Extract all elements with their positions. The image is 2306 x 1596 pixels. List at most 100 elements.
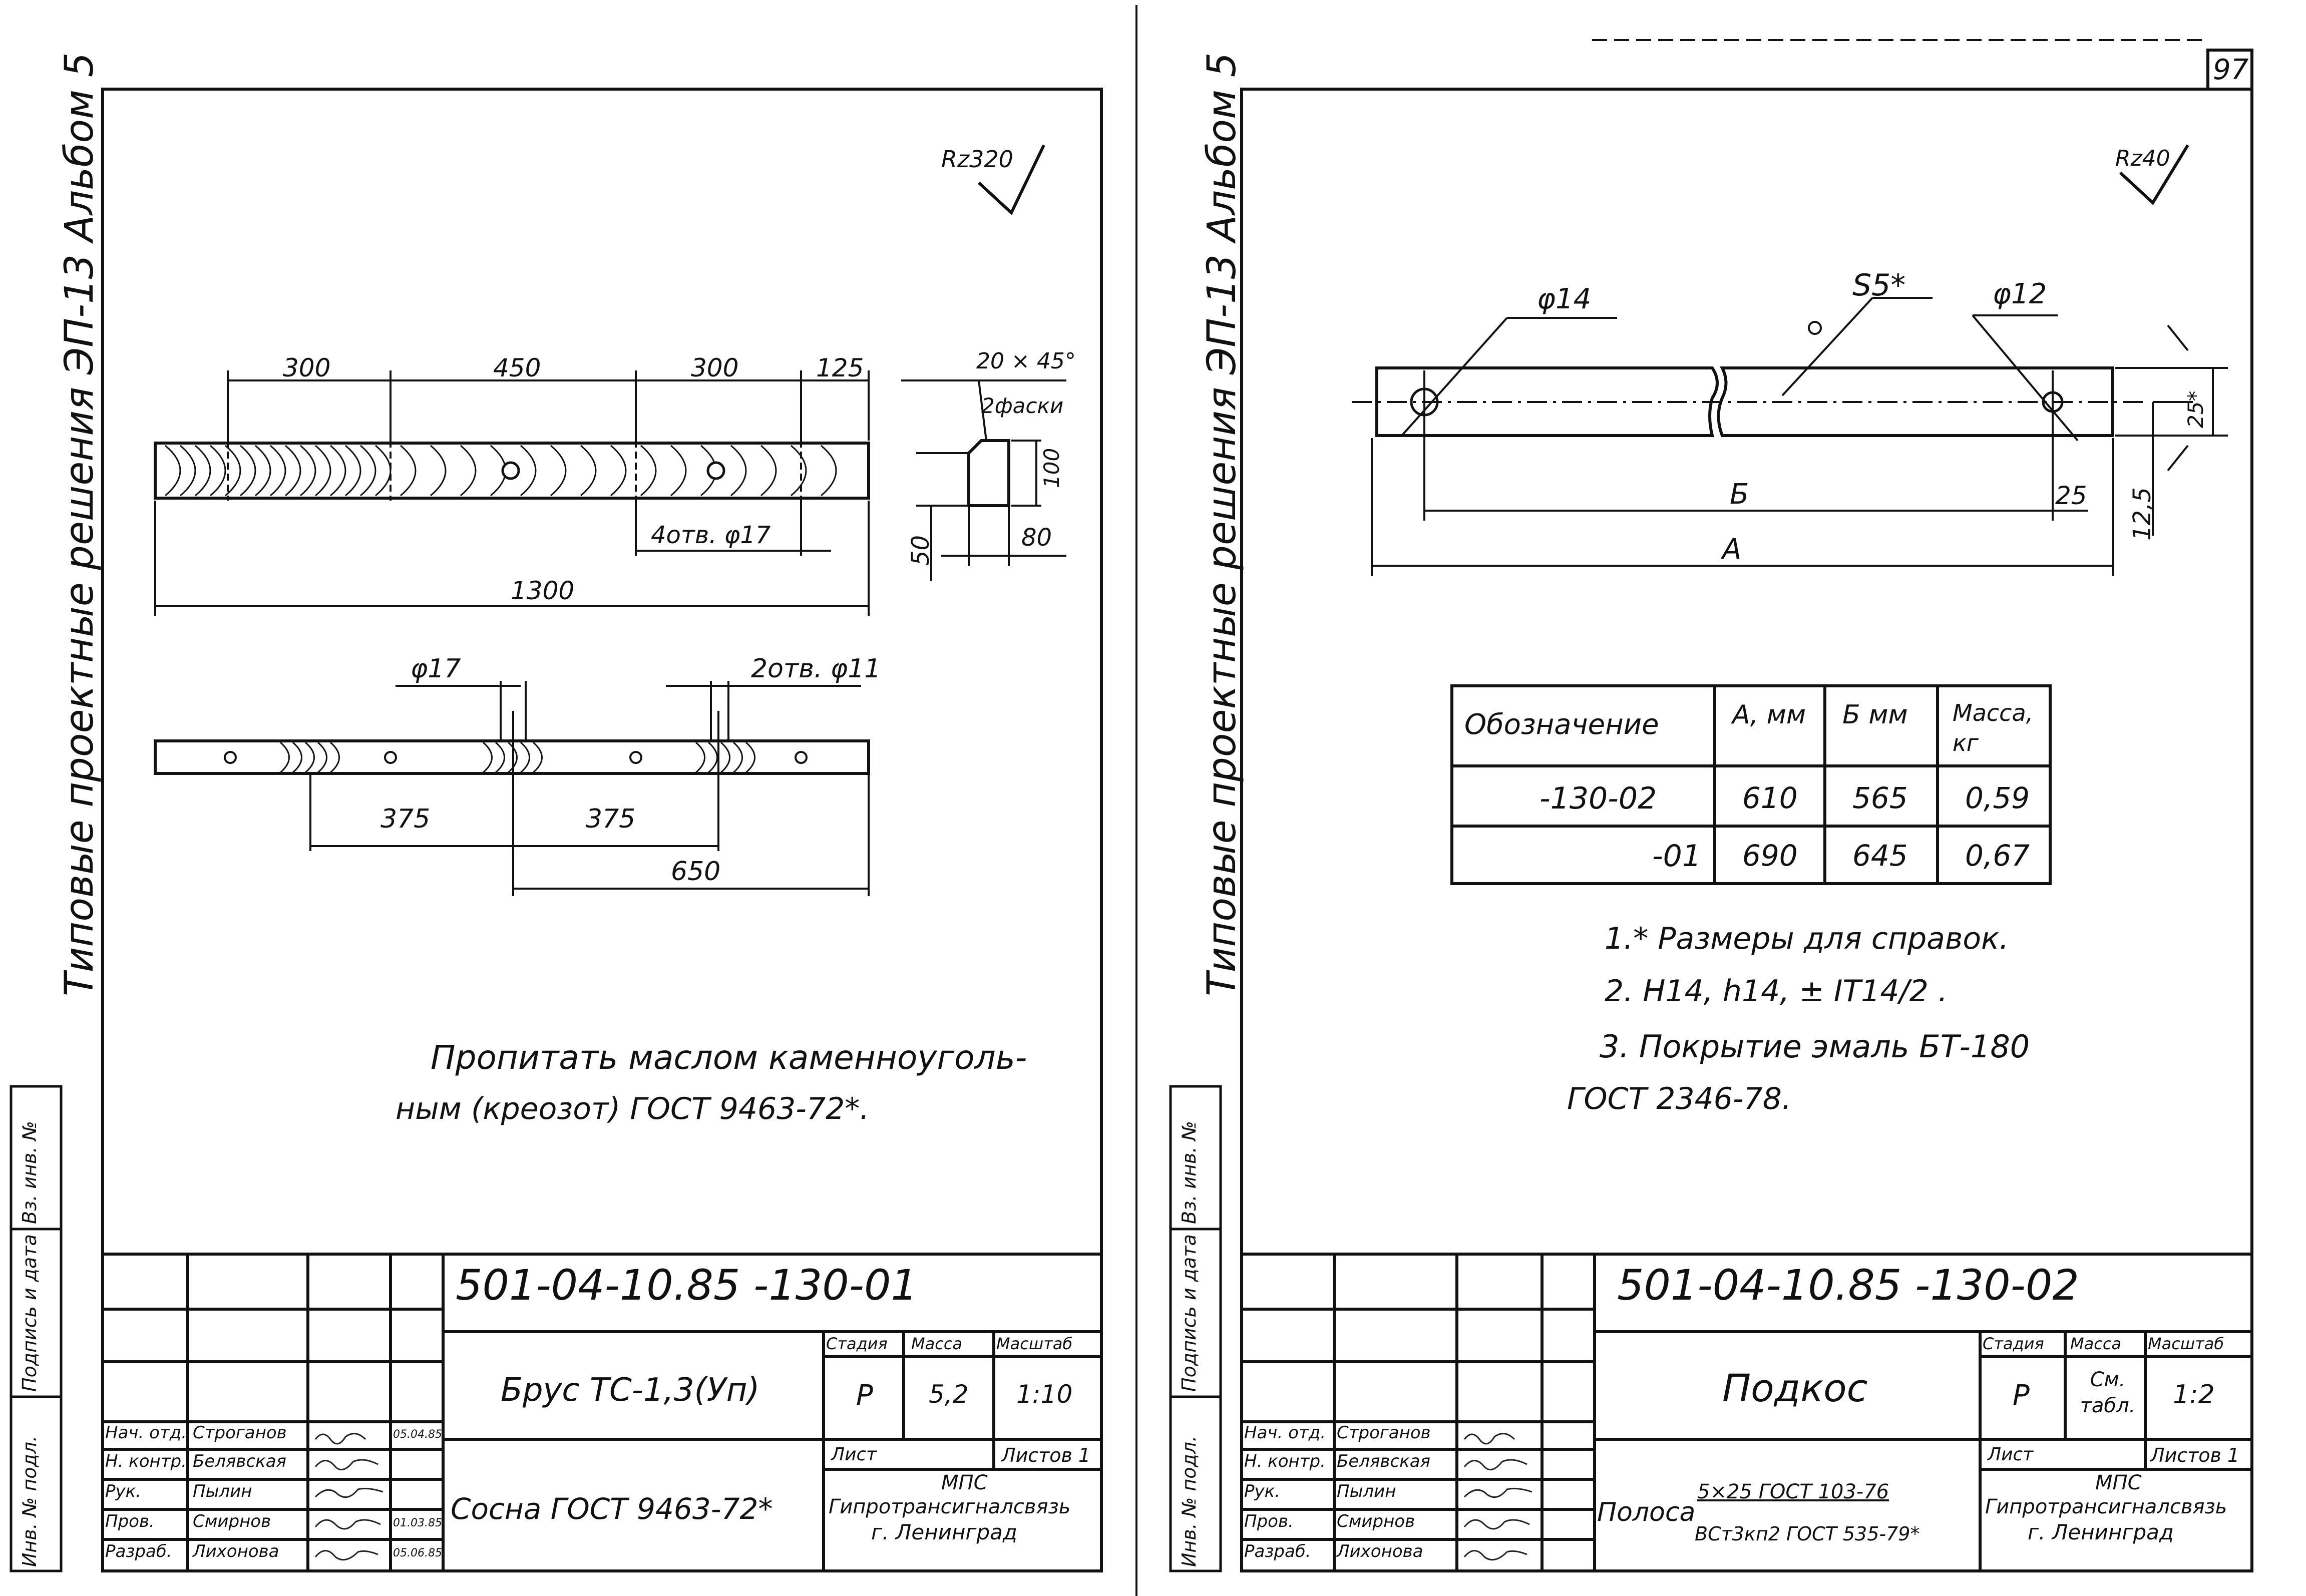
- role-1-left: Нач. отд.: [105, 1423, 187, 1443]
- page-number: 97: [2213, 54, 2249, 86]
- designation-right: 501-04-10.85 -130-02: [1617, 1261, 2079, 1310]
- row1-mass: 0,59: [1965, 781, 2030, 815]
- note-4: ГОСТ 2346-78.: [1567, 1081, 1792, 1116]
- album-label-right: Типовые проектные решения ЭП-13 Альбом 5: [1200, 52, 1245, 996]
- note-3: 3. Покрытие эмаль БТ-180: [1600, 1028, 2030, 1065]
- row2-designation: -01: [1652, 839, 1701, 874]
- mass-header-left: Масса: [911, 1334, 963, 1353]
- beam-elevation: [154, 370, 1066, 616]
- dim-650: 650: [671, 857, 721, 887]
- chamfer-dim: 20 × 45°: [976, 348, 1076, 374]
- scale-left: 1:10: [1016, 1380, 1073, 1409]
- roughness-left: Rz320: [941, 146, 1013, 173]
- name-1-left: Строганов: [193, 1423, 287, 1443]
- dim-phi14: φ14: [1537, 283, 1592, 315]
- role-2-left: Н. контр.: [105, 1451, 187, 1471]
- dim-1300: 1300: [511, 576, 575, 605]
- dim-12-5: 12,5: [2128, 487, 2156, 541]
- sheets-label-left: Листов 1: [1001, 1444, 1091, 1466]
- org-3-right: г. Ленинград: [2028, 1520, 2174, 1544]
- row1-designation: -130-02: [1540, 781, 1657, 816]
- signatures-left: [314, 1433, 383, 1561]
- stamp-label-sign-r: Подпись и дата: [1178, 1234, 1200, 1392]
- role-4-right: Пров.: [1244, 1511, 1294, 1531]
- mass-left: 5,2: [929, 1380, 969, 1409]
- row2-mass: 0,67: [1965, 839, 2030, 873]
- role-3-right: Рук.: [1244, 1481, 1280, 1501]
- roughness-right: Rz40: [2115, 146, 2170, 171]
- role-2-right: Н. контр.: [1244, 1451, 1326, 1471]
- beam-plan: [154, 681, 870, 896]
- name-2-left: Белявская: [193, 1451, 286, 1471]
- signatures-right: [1463, 1433, 1532, 1561]
- org-2-right: Гипротрансигналсвязь: [1985, 1495, 2227, 1518]
- dim-300a: 300: [283, 353, 331, 382]
- name-4-left: Смирнов: [193, 1511, 271, 1531]
- org-1-right: МПС: [2095, 1471, 2142, 1494]
- th-b: Б мм: [1842, 700, 1908, 730]
- date-1-left: 05.04.85: [393, 1428, 442, 1441]
- treatment-note-2: ным (креозот) ГОСТ 9463-72*.: [396, 1091, 870, 1126]
- stage-left: Р: [856, 1379, 873, 1412]
- mass-right: См. табл.: [2080, 1368, 2136, 1417]
- dimension-table-lines: [1450, 684, 2052, 885]
- dim-25: 25: [2055, 481, 2087, 510]
- holes-note: 4отв. φ17: [651, 521, 771, 549]
- name-5-left: Лихонова: [193, 1541, 279, 1561]
- dim-phi17: φ17: [411, 654, 461, 684]
- dim-s5: S5*: [1852, 268, 1906, 303]
- designation-left: 501-04-10.85 -130-01: [456, 1261, 918, 1310]
- row2-b: 645: [1852, 839, 1908, 873]
- left-sheet-frame: [101, 88, 1103, 1572]
- chamfer-note: 2фаски: [981, 393, 1064, 418]
- dim-375a: 375: [380, 804, 431, 834]
- sheet-label-left: Лист: [831, 1444, 877, 1465]
- date-5-left: 05.06.85: [393, 1547, 442, 1559]
- dim-80: 80: [1021, 524, 1052, 552]
- date-4-left: 01.03.85: [393, 1517, 442, 1529]
- row1-a: 610: [1742, 781, 1798, 815]
- org-3-left: г. Ленинград: [871, 1520, 1017, 1544]
- scale-right: 1:2: [2173, 1380, 2215, 1410]
- sheets-label-right: Листов 1: [2150, 1444, 2240, 1466]
- org-2-left: Гипротрансигналсвязь: [829, 1495, 1071, 1518]
- dim-125: 125: [816, 353, 864, 382]
- treatment-note-1: Пропитать маслом каменноуголь-: [431, 1038, 1027, 1077]
- stamp-label-inv: Инв. № подл.: [19, 1435, 41, 1567]
- stage-header-right: Стадия: [1983, 1334, 2044, 1353]
- stage-right: Р: [2013, 1379, 2030, 1412]
- material-prefix-right: Полоса: [1597, 1497, 1696, 1527]
- org-1-left: МПС: [941, 1471, 988, 1494]
- title-right: Подкос: [1722, 1366, 1868, 1410]
- dim-b: Б: [1730, 478, 1749, 511]
- sheet-label-right: Лист: [1988, 1444, 2034, 1465]
- dim-a: А: [1722, 533, 1742, 566]
- role-5-left: Разраб.: [105, 1541, 172, 1561]
- material-top-right: 5×25 ГОСТ 103-76: [1697, 1480, 1889, 1503]
- name-3-left: Пылин: [193, 1481, 252, 1501]
- dim-450: 450: [493, 353, 541, 382]
- name-5-right: Лихонова: [1337, 1541, 1423, 1561]
- strip-drawing: [1352, 297, 2228, 576]
- role-5-right: Разраб.: [1244, 1541, 1311, 1561]
- title-left: Брус ТС-1,3(Уп): [501, 1372, 760, 1409]
- stamp-label-vz: Вз. инв. №: [19, 1120, 41, 1224]
- dim-phi12: φ12: [1993, 278, 2047, 310]
- material-left: Сосна ГОСТ 9463-72*: [451, 1492, 773, 1526]
- material-bottom-right: ВСт3кп2 ГОСТ 535-79*: [1695, 1523, 1920, 1545]
- role-4-left: Пров.: [105, 1511, 155, 1531]
- note-1: 1.* Размеры для справок.: [1605, 921, 2009, 956]
- note-2: 2. Н14, h14, ± IT14/2 .: [1605, 974, 1948, 1009]
- role-3-left: Рук.: [105, 1481, 141, 1501]
- right-sheet-frame: [1240, 88, 2253, 1572]
- stage-header-left: Стадия: [826, 1334, 888, 1353]
- album-label-left: Типовые проектные решения ЭП-13 Альбом 5: [57, 52, 102, 996]
- name-4-right: Смирнов: [1337, 1511, 1415, 1531]
- name-2-right: Белявская: [1337, 1451, 1430, 1471]
- dim-100: 100: [1039, 448, 1064, 488]
- mass-header-right: Масса: [2070, 1334, 2122, 1353]
- role-1-right: Нач. отд.: [1244, 1423, 1326, 1443]
- stamp-label-vz-r: Вз. инв. №: [1178, 1120, 1200, 1224]
- stamp-label-inv-r: Инв. № подл.: [1178, 1435, 1200, 1567]
